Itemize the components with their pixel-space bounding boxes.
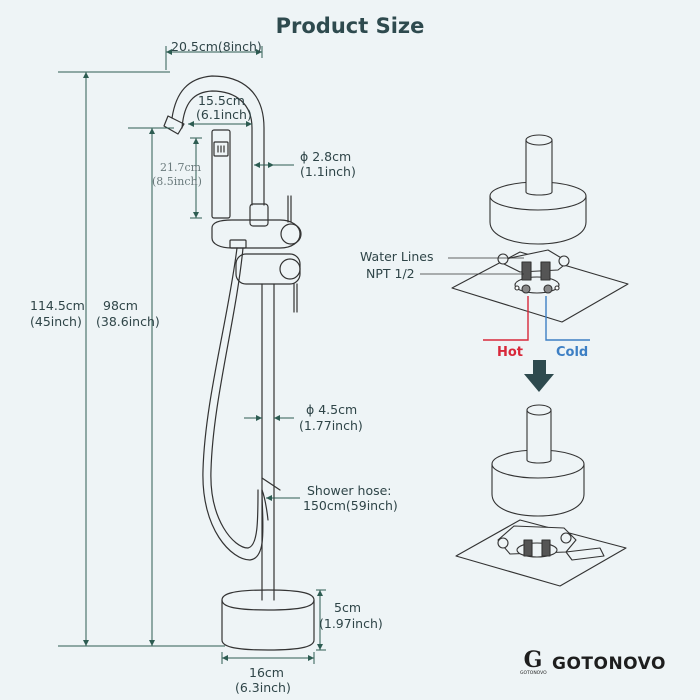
- label-base-width-inch: (6.3inch): [235, 680, 291, 695]
- label-mid-height-inch: (38.6inch): [96, 314, 160, 329]
- dim-base-height: [316, 589, 326, 651]
- dim-mid-height: [128, 127, 174, 646]
- label-pipe-top-inch: (1.1inch): [300, 164, 356, 179]
- brand-logo: G GOTONOVO: [520, 647, 547, 679]
- hand-shower: [211, 129, 231, 219]
- brand: G GOTONOVO GOTONOVO: [520, 649, 666, 679]
- handshower-cradle: [249, 203, 269, 227]
- label-spout-inner-inch: (6.1inch): [196, 107, 252, 122]
- label-handshower-cm: 21.7cm: [160, 161, 202, 174]
- dim-total-height: [58, 71, 225, 647]
- lever-lower: [293, 283, 298, 313]
- brand-logo-sub: GOTONOVO: [520, 671, 547, 676]
- label-handshower-inch: (8.5inch): [152, 175, 202, 188]
- label-hot: Hot: [497, 345, 524, 360]
- label-total-height-cm: 114.5cm: [30, 298, 85, 313]
- main-pipe: [261, 283, 275, 601]
- label-total-height-inch: (45inch): [30, 314, 82, 329]
- lever-upper: [287, 195, 292, 223]
- label-water-lines: Water Lines: [360, 249, 434, 264]
- label-base-height-inch: (1.97inch): [319, 616, 383, 631]
- shower-hose: [202, 247, 264, 561]
- label-pipe-lower-cm: ϕ 4.5cm: [306, 402, 358, 417]
- spout-nozzle: [163, 115, 185, 135]
- label-npt: NPT 1/2: [366, 266, 415, 281]
- label-spout-inner-cm: 15.5cm: [198, 93, 245, 108]
- hot-line: [483, 296, 529, 341]
- label-cold: Cold: [556, 345, 589, 360]
- base-cover-lower: [491, 464, 585, 517]
- label-hose-length: 150cm(59inch): [303, 498, 398, 513]
- label-pipe-lower-inch: (1.77inch): [299, 418, 363, 433]
- cold-line: [545, 296, 590, 341]
- diverter-block: [211, 219, 301, 249]
- spout: [171, 75, 265, 206]
- label-spout-reach: 20.5cm(8inch): [171, 39, 262, 54]
- label-hose: Shower hose:: [307, 483, 392, 498]
- label-pipe-top-cm: ϕ 2.8cm: [300, 149, 352, 164]
- label-base-width-cm: 16cm: [249, 665, 284, 680]
- faucet-base: [221, 589, 315, 651]
- down-arrow-icon: [524, 360, 554, 392]
- brand-name: GOTONOVO: [552, 654, 666, 674]
- label-base-height-cm: 5cm: [334, 600, 362, 615]
- label-mid-height-cm: 98cm: [103, 298, 138, 313]
- brand-logo-letter: G: [523, 647, 543, 673]
- page-title: Product Size: [275, 14, 425, 38]
